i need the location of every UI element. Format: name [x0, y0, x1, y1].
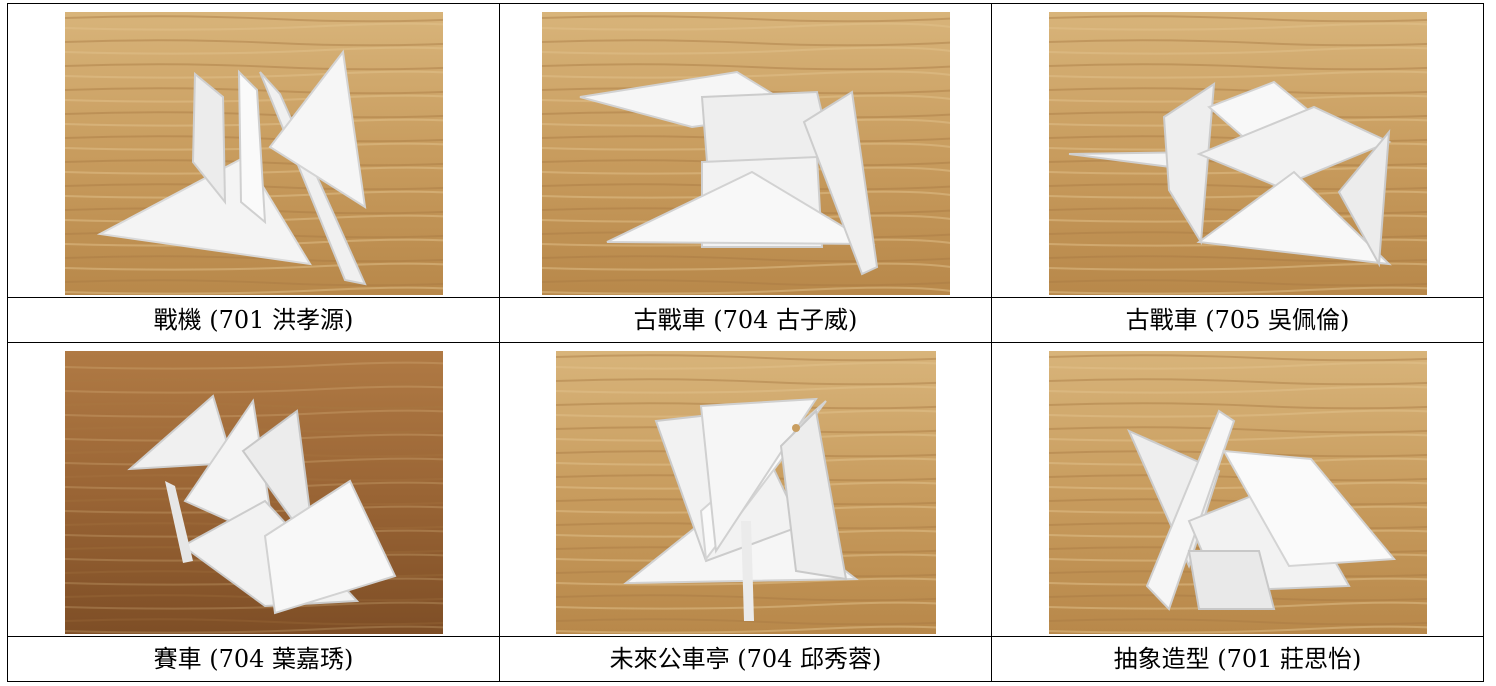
photo-cell-fighter-jet: [7, 3, 500, 298]
photo-cell-future-bus-stop: [499, 342, 992, 637]
caption-ancient-chariot-1: 古戰車 (704 古子威): [499, 297, 992, 343]
photo-cell-ancient-chariot-2: [991, 3, 1484, 298]
caption-fighter-jet: 戰機 (701 洪孝源): [7, 297, 500, 343]
photo-cell-ancient-chariot-1: [499, 3, 992, 298]
photo-row-2: [7, 342, 1484, 637]
caption-abstract-form: 抽象造型 (701 莊思怡): [991, 636, 1484, 682]
photo-row-1: [7, 3, 1484, 298]
caption-race-car: 賽車 (704 葉嘉琇): [7, 636, 500, 682]
photo-race-car: [64, 350, 443, 634]
photo-future-bus-stop: [555, 350, 936, 634]
photo-fighter-jet: [64, 11, 443, 295]
photo-cell-race-car: [7, 342, 500, 637]
caption-ancient-chariot-2: 古戰車 (705 吳佩倫): [991, 297, 1484, 343]
photo-cell-abstract-form: [991, 342, 1484, 637]
photo-ancient-chariot-2: [1048, 11, 1427, 295]
photo-abstract-form: [1048, 350, 1427, 634]
photo-grid: 戰機 (701 洪孝源) 古戰車 (704 古子威) 古戰車 (705 吳佩倫): [7, 3, 1484, 682]
caption-row-1: 戰機 (701 洪孝源) 古戰車 (704 古子威) 古戰車 (705 吳佩倫): [7, 297, 1484, 343]
caption-future-bus-stop: 未來公車亭 (704 邱秀蓉): [499, 636, 992, 682]
caption-row-2: 賽車 (704 葉嘉琇) 未來公車亭 (704 邱秀蓉) 抽象造型 (701 莊…: [7, 636, 1484, 682]
photo-ancient-chariot-1: [541, 11, 950, 295]
